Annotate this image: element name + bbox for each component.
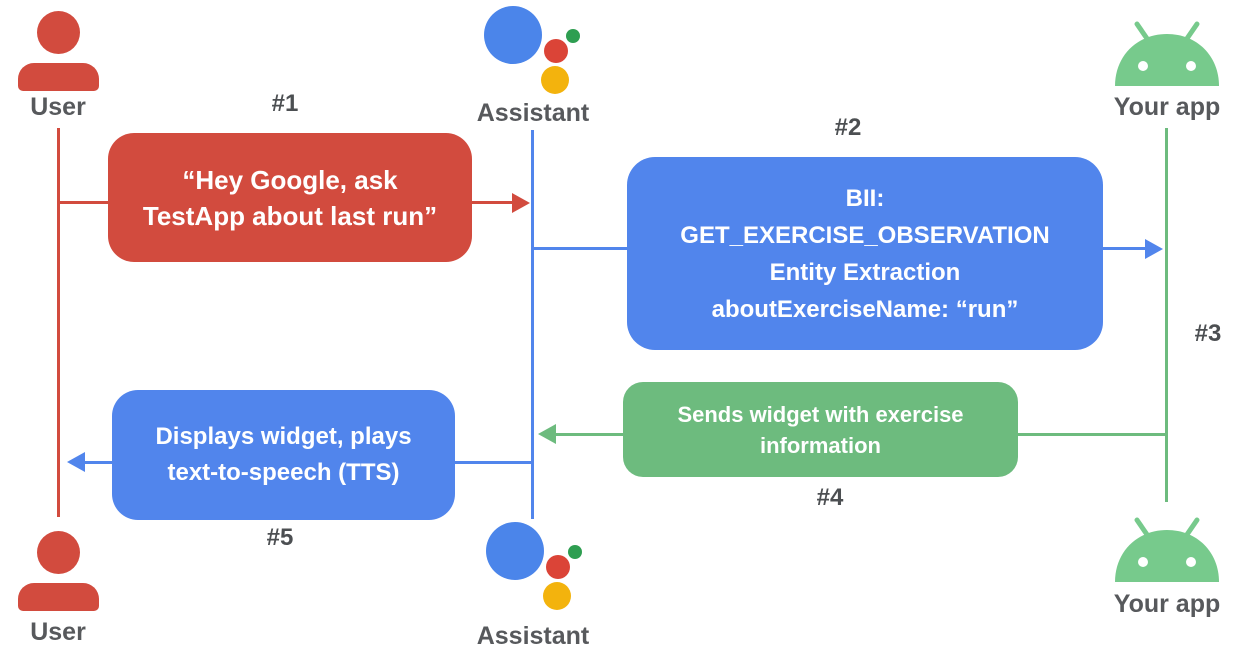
step-label-3: #3 bbox=[1194, 320, 1222, 347]
user-body-shape bbox=[17, 583, 99, 611]
user-body-shape bbox=[17, 63, 99, 91]
android-icon bbox=[1115, 21, 1219, 86]
message-box-5: Displays widget, plays text-to-speech (T… bbox=[112, 390, 455, 520]
message-box-4: Sends widget with exercise information bbox=[623, 382, 1018, 477]
arrow-4-shaft bbox=[554, 433, 623, 436]
assistant-green-dot bbox=[566, 29, 580, 43]
step-label-2: #2 bbox=[834, 114, 862, 141]
step-label-1: #1 bbox=[271, 90, 299, 117]
actor-label-app-top: Your app bbox=[1113, 93, 1221, 121]
arrowhead-left-icon bbox=[538, 424, 556, 444]
actor-label-user-bottom: User bbox=[30, 618, 86, 646]
arrowhead-left-icon bbox=[67, 452, 85, 472]
arrow-5-shaft bbox=[83, 461, 112, 464]
step-label-4: #4 bbox=[816, 484, 844, 511]
actor-label-assistant-bottom: Assistant bbox=[476, 622, 590, 650]
message-box-1: “Hey Google, ask TestApp about last run” bbox=[108, 133, 472, 262]
user-icon bbox=[16, 11, 100, 91]
assistant-blue-dot bbox=[484, 6, 542, 64]
arrow-1-tail bbox=[60, 201, 108, 204]
arrow-4-tail bbox=[1018, 433, 1166, 436]
assistant-logo-icon bbox=[482, 521, 587, 616]
actor-label-app-bottom: Your app bbox=[1113, 590, 1221, 618]
user-icon bbox=[16, 531, 100, 611]
assistant-logo-icon bbox=[480, 5, 585, 100]
arrow-5-tail bbox=[455, 461, 533, 464]
arrowhead-right-icon bbox=[512, 193, 530, 213]
user-head-shape bbox=[36, 531, 80, 574]
arrow-2-shaft bbox=[1103, 247, 1147, 250]
actor-label-user-top: User bbox=[30, 93, 86, 121]
message-box-2: BII: GET_EXERCISE_OBSERVATION Entity Ext… bbox=[627, 157, 1103, 350]
app-lifeline bbox=[1165, 128, 1168, 502]
assistant-lifeline bbox=[531, 130, 534, 519]
arrowhead-right-icon bbox=[1145, 239, 1163, 259]
user-head-shape bbox=[36, 11, 80, 54]
actor-label-assistant-top: Assistant bbox=[476, 99, 590, 127]
assistant-yellow-dot bbox=[543, 582, 571, 610]
assistant-green-dot bbox=[568, 545, 582, 559]
assistant-red-dot bbox=[546, 555, 570, 579]
user-lifeline bbox=[57, 128, 60, 517]
step-label-5: #5 bbox=[266, 524, 294, 551]
android-icon bbox=[1115, 517, 1219, 582]
assistant-blue-dot bbox=[486, 522, 544, 580]
arrow-1-shaft bbox=[472, 201, 514, 204]
assistant-yellow-dot bbox=[541, 66, 569, 94]
assistant-red-dot bbox=[544, 39, 568, 63]
arrow-2-tail bbox=[534, 247, 627, 250]
